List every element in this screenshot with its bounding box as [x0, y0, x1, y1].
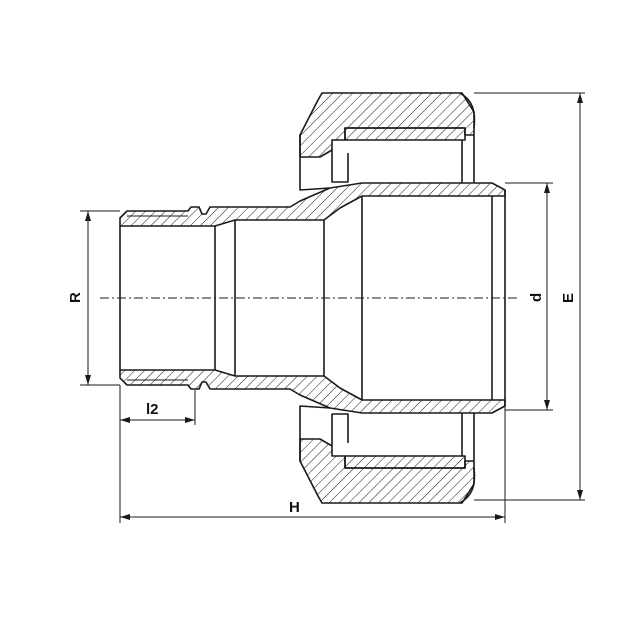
- nut-lower-chamfer: [459, 467, 476, 504]
- r-arrow-bottom: [85, 375, 91, 385]
- nut-upper-face: [299, 135, 331, 191]
- dimension-r: R: [67, 210, 120, 386]
- l2-arrow-left: [120, 417, 130, 423]
- body-lower-wall: [119, 369, 506, 414]
- label-d: d: [528, 293, 545, 302]
- nut-upper-section: [299, 92, 475, 158]
- body-upper-wall: [119, 182, 506, 227]
- e-arrow-top: [577, 93, 583, 103]
- h-arrow-right: [495, 514, 505, 520]
- dimension-h: H: [119, 385, 506, 523]
- dimension-l2: l2: [120, 390, 196, 425]
- label-l2: l2: [146, 401, 159, 418]
- nut-lower-inner-ring: [344, 455, 466, 469]
- nut-upper-chamfer: [459, 92, 476, 129]
- label-r: R: [67, 292, 84, 303]
- nut-lower-face: [299, 405, 331, 461]
- l2-arrow-right: [185, 417, 195, 423]
- h-arrow-left: [120, 514, 130, 520]
- e-arrow-bottom: [577, 490, 583, 500]
- label-e: E: [560, 293, 577, 303]
- d-arrow-top: [544, 183, 550, 193]
- r-arrow-top: [85, 211, 91, 221]
- union-nut-upper: [299, 92, 476, 191]
- dimension-d: d: [505, 182, 553, 411]
- dimension-e: E: [474, 92, 585, 501]
- d-arrow-bottom: [544, 400, 550, 410]
- nut-upper-inner-ring: [344, 127, 466, 141]
- label-h: H: [289, 499, 300, 516]
- nut-lower-shoulder: [331, 413, 349, 446]
- nut-lower-section: [299, 438, 475, 504]
- union-nut-lower: [299, 405, 476, 504]
- main-body: [119, 182, 506, 414]
- nut-upper-shoulder: [331, 150, 349, 183]
